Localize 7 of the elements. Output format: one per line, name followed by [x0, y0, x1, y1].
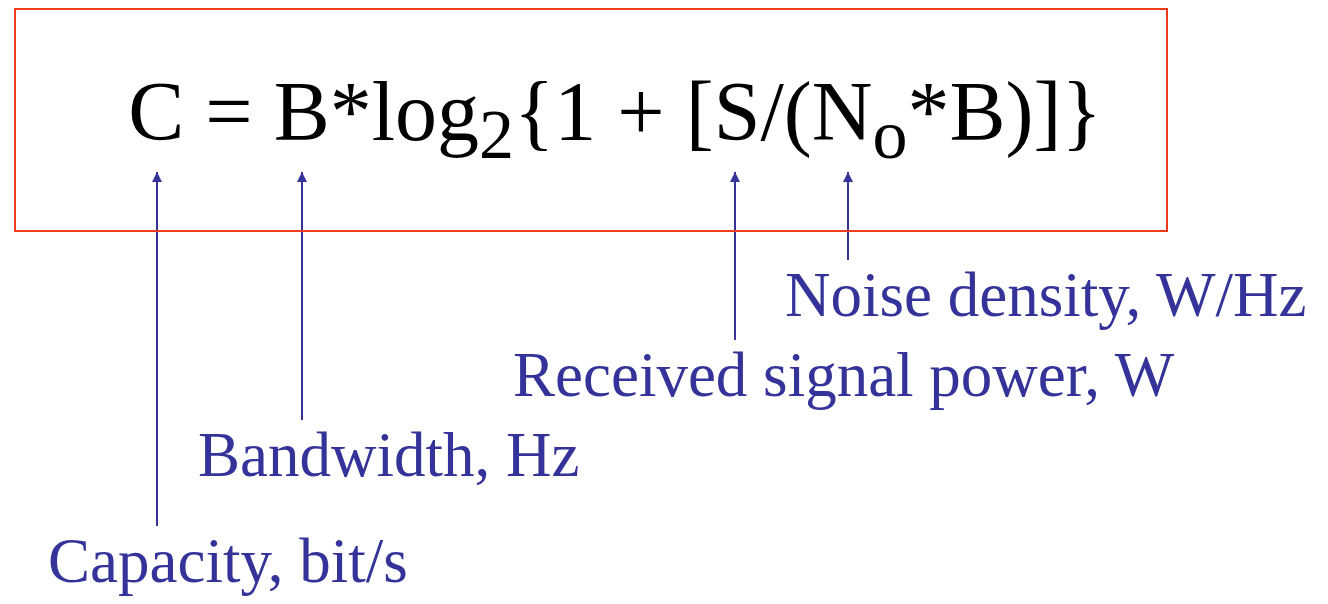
leader-line	[730, 171, 740, 341]
leader-line	[297, 171, 307, 421]
formula-box	[14, 8, 1168, 232]
formula-text: C = B*log$_{2}${1 + [S/(N$_{o}$*B)]}	[128, 70, 1102, 170]
leader-line	[152, 171, 162, 527]
leader-line	[843, 171, 853, 261]
annotation-label: Bandwidth, Hz	[198, 424, 580, 487]
